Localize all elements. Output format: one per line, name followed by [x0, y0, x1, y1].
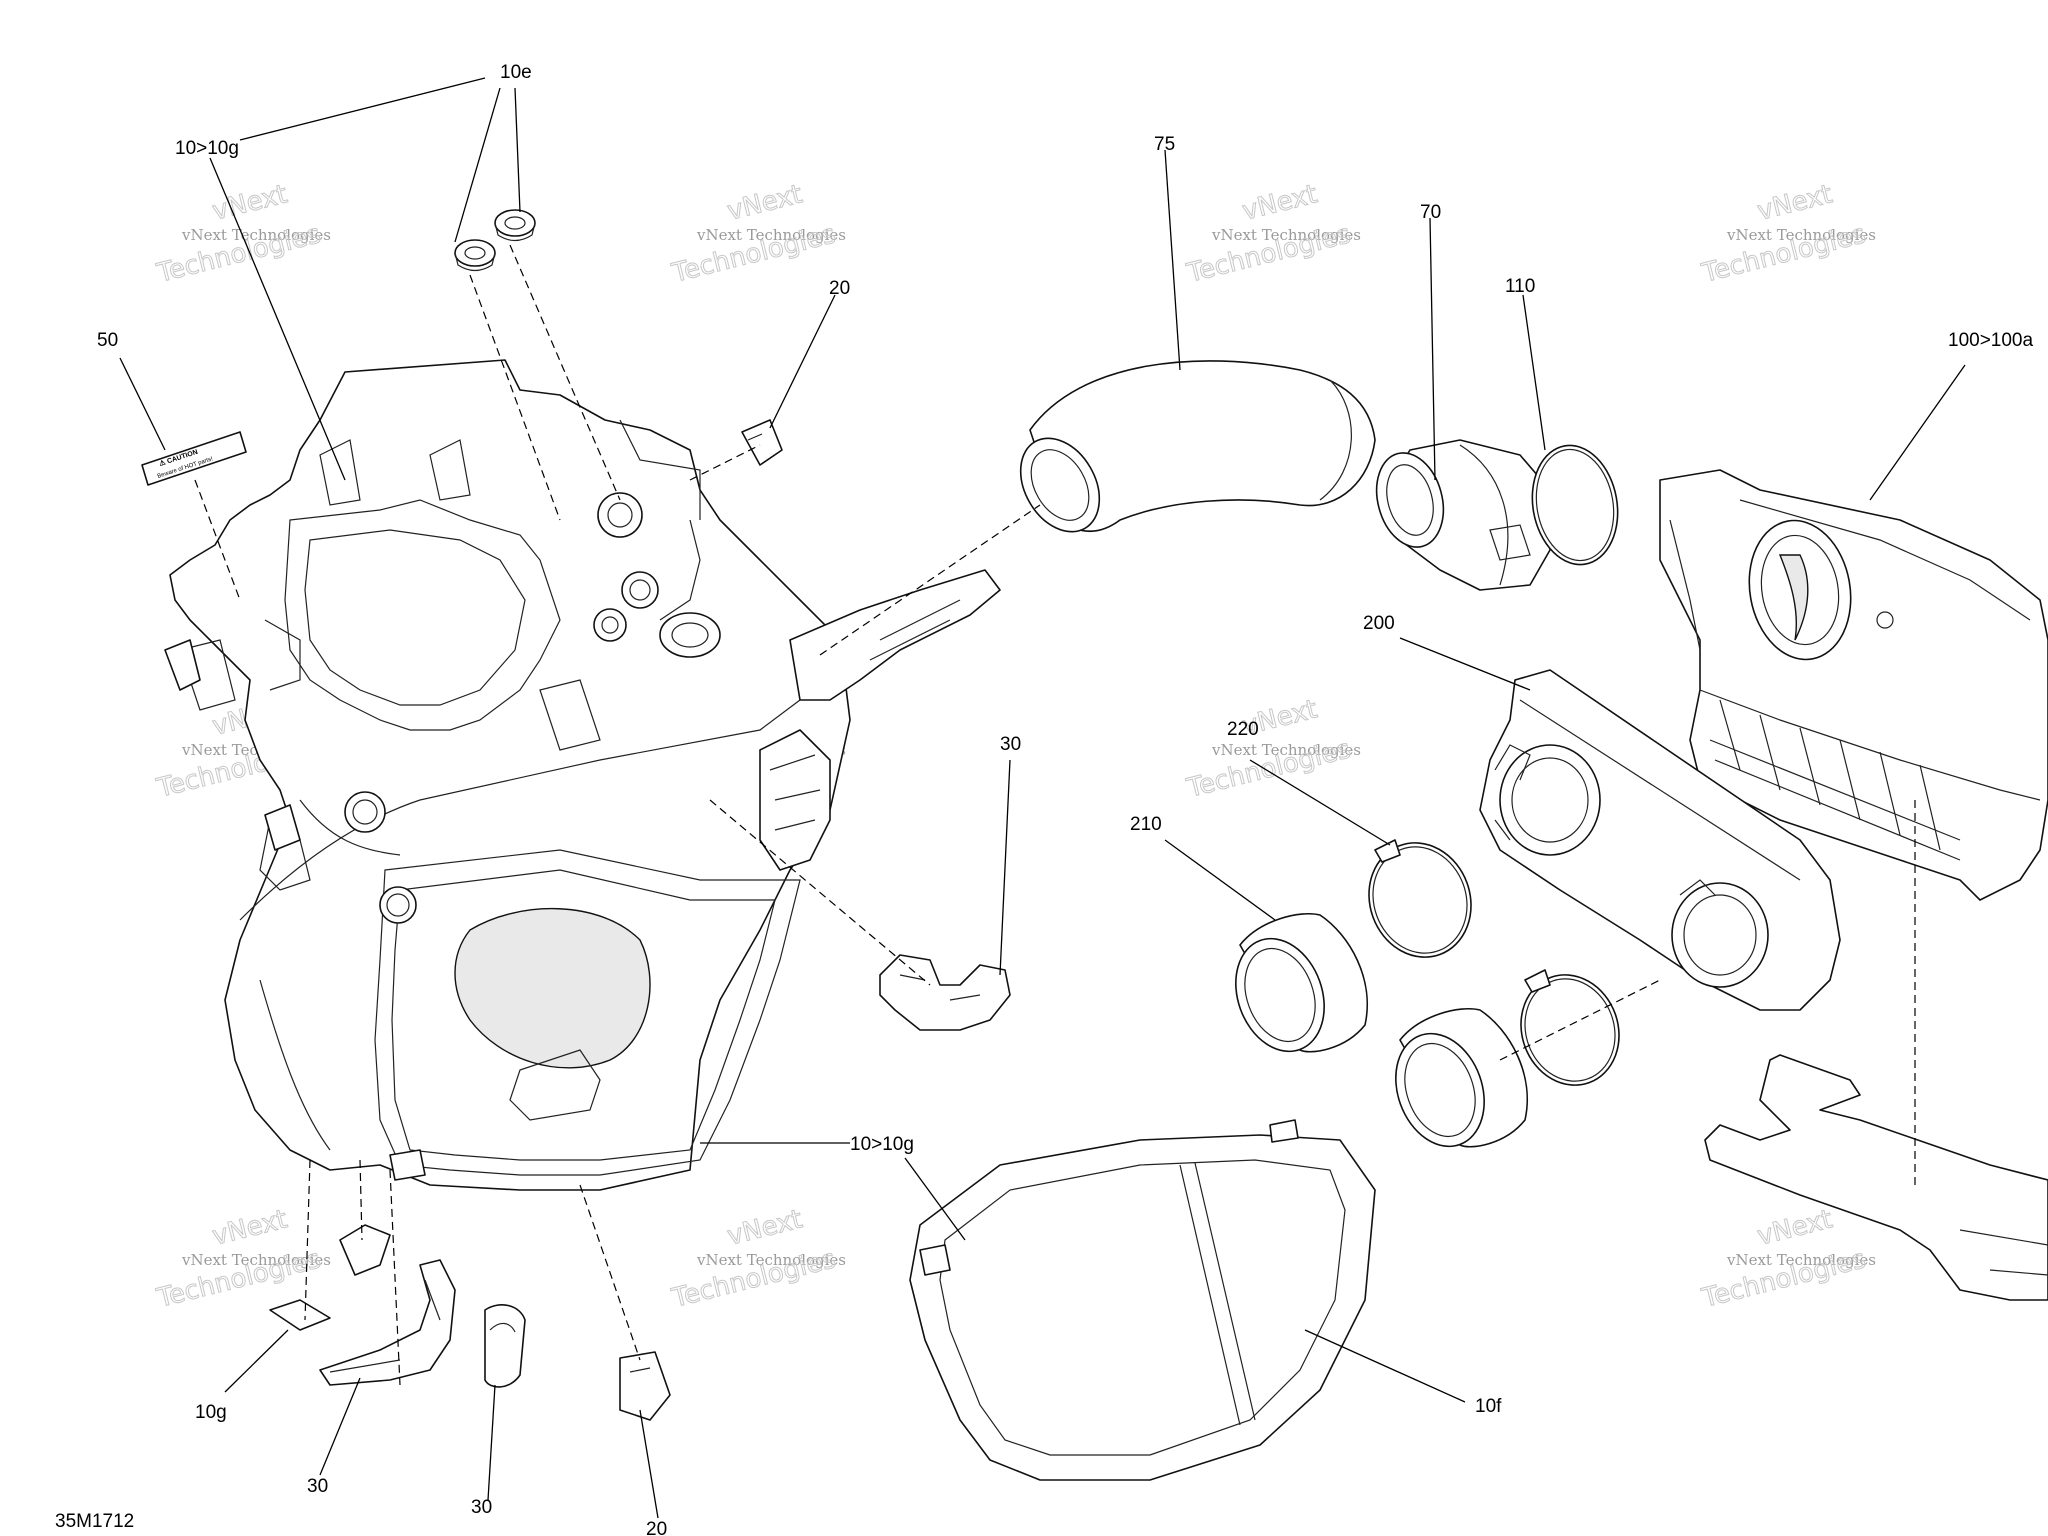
drawing-number: 35M1712 [55, 1511, 134, 1532]
bracket-part-right [879, 954, 1011, 1031]
pad-part-top [741, 419, 783, 466]
watermark-text: vNext [724, 179, 805, 226]
callout-10g: 10g [195, 1402, 227, 1423]
bracket-parts-bottom [319, 1259, 526, 1388]
intake-hose-part [1019, 360, 1376, 533]
caution-label-part: ⚠ CAUTION Beware of HOT parts! [141, 431, 247, 486]
callout-75: 75 [1154, 134, 1175, 155]
callout-220: 220 [1227, 719, 1259, 740]
callout-30-right: 30 [1000, 734, 1021, 755]
callout-210: 210 [1130, 814, 1162, 835]
watermark-text: vNext Technologies [1211, 226, 1361, 244]
callout-20-top: 20 [829, 278, 850, 299]
watermark-text: vNext Technologies [1211, 741, 1361, 759]
callout-10-10g-mid: 10>10g [850, 1134, 914, 1155]
grommet-parts [454, 209, 536, 272]
pad-parts-bottom [269, 1224, 671, 1421]
callout-70: 70 [1420, 202, 1441, 223]
adapter-part [1375, 439, 1551, 591]
watermark-text: vNext Technologies [1726, 1251, 1876, 1269]
watermark-text: vNext Technologies [181, 226, 331, 244]
watermark-text: vNext Technologies [1726, 226, 1876, 244]
shim-plate-part [1704, 1054, 2048, 1301]
watermark-text: vNext Technologies [696, 1251, 846, 1269]
hose-clamp-parts [1368, 839, 1620, 1086]
callout-30-left: 30 [307, 1476, 328, 1497]
watermark-text: vNext Technologies [696, 226, 846, 244]
cover-frame-part [909, 1119, 1376, 1481]
coupling-parts [1235, 913, 1529, 1148]
callout-50: 50 [97, 330, 118, 351]
air-filter-part [1659, 469, 2048, 901]
callout-10-10g-top: 10>10g [175, 138, 239, 159]
assembly-lines [194, 244, 1916, 1386]
callout-100-100a: 100>100a [1948, 330, 2033, 351]
callout-30-mid: 30 [471, 1497, 492, 1518]
watermark-text: vNext [1239, 179, 1320, 226]
callout-10e: 10e [500, 62, 532, 83]
callout-20-bottom: 20 [646, 1519, 667, 1536]
watermark-text: vNext [1754, 1204, 1835, 1251]
callout-110: 110 [1505, 276, 1535, 297]
callout-10f: 10f [1475, 1396, 1502, 1417]
watermark-text: vNext [724, 1204, 805, 1251]
watermark-text: vNext [1754, 179, 1835, 226]
leader-lines [119, 77, 1966, 1519]
watermark-text: vNext Technologies [181, 1251, 331, 1269]
flange-plate-part [1479, 669, 1841, 1011]
airbox-housing-part [164, 359, 1001, 1191]
callout-labels: 10e 10>10g 50 20 75 70 110 100>100a 200 … [55, 62, 2033, 1536]
watermark-text: vNext [209, 1204, 290, 1251]
callout-200: 200 [1363, 613, 1395, 634]
o-ring-part [1531, 444, 1619, 566]
